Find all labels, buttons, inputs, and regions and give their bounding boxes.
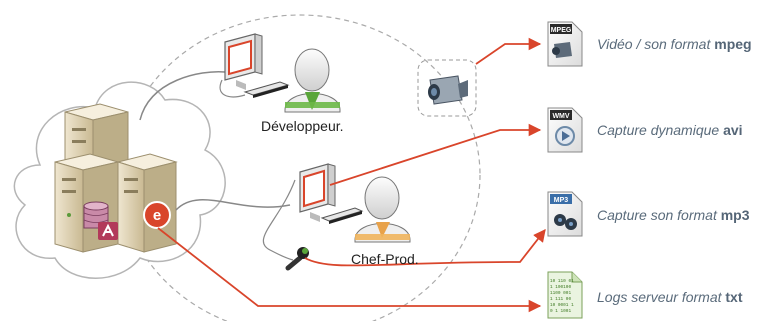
developer-label: Développeur. [261, 118, 344, 134]
developer-monitor-icon [224, 33, 263, 90]
output-format: mpeg [714, 36, 752, 52]
arrow-to-mpeg [475, 37, 542, 65]
arrow-to-avi [329, 123, 542, 186]
e-badge-icon: e [143, 201, 171, 229]
chef-workstation [285, 163, 411, 271]
chef-monitor-icon [299, 163, 336, 222]
txt-file-icon: 10 110 01 1 100100 1100 001 1 111 00 10 … [547, 271, 583, 319]
camera-dashed-box [417, 59, 477, 117]
output-format: mp3 [720, 207, 750, 223]
output-arrows [157, 37, 546, 313]
output-format: avi [723, 122, 743, 138]
microphone-icon [285, 247, 309, 271]
output-text: Capture son format [597, 207, 721, 223]
mpeg-file-icon: MPEG [547, 21, 583, 67]
output-text: Vidéo / son format [597, 36, 715, 52]
output-label-avi: Capture dynamique avi [597, 122, 743, 138]
output-text: Logs serveur format [597, 289, 726, 305]
chef-keyboard-icon [320, 207, 364, 224]
chef-label: Chef-Prod. [351, 251, 419, 267]
log-line: 1100 001 [550, 291, 571, 296]
output-format: txt [725, 289, 743, 305]
developer-workstation [224, 33, 341, 113]
mpeg-badge: MPEG [551, 27, 572, 34]
log-line: 10 110 01 [550, 279, 574, 284]
log-line: 1 100100 [550, 285, 571, 290]
arrow-to-txt [157, 227, 542, 313]
log-line: 0 1 1001 [550, 309, 571, 314]
chef-cable [175, 199, 291, 211]
arrow-to-mp3 [304, 229, 546, 267]
output-label-mp3: Capture son format mp3 [597, 207, 750, 223]
camcorder-icon [428, 75, 468, 105]
output-text: Capture dynamique [597, 122, 724, 138]
output-label-txt: Logs serveur format txt [597, 289, 743, 305]
chef-person-icon [354, 176, 411, 243]
mic-cable [262, 179, 296, 261]
wmv-badge: WMV [552, 113, 569, 120]
server-cluster: e [54, 103, 178, 253]
log-line: 10 0001 1 [550, 303, 574, 308]
access-key-icon [98, 222, 118, 240]
developer-cable [139, 71, 226, 121]
developer-keyboard-icon [243, 81, 290, 98]
output-label-mpeg: Vidéo / son format mpeg [597, 36, 752, 52]
svg-text:e: e [153, 207, 161, 224]
developer-person-icon [284, 48, 341, 113]
server-tower-right [116, 153, 178, 253]
wmv-file-icon: WMV [547, 107, 583, 153]
mp3-badge: MP3 [554, 197, 569, 204]
mp3-file-icon: MP3 [547, 191, 583, 237]
log-line: 1 111 00 [550, 297, 571, 302]
